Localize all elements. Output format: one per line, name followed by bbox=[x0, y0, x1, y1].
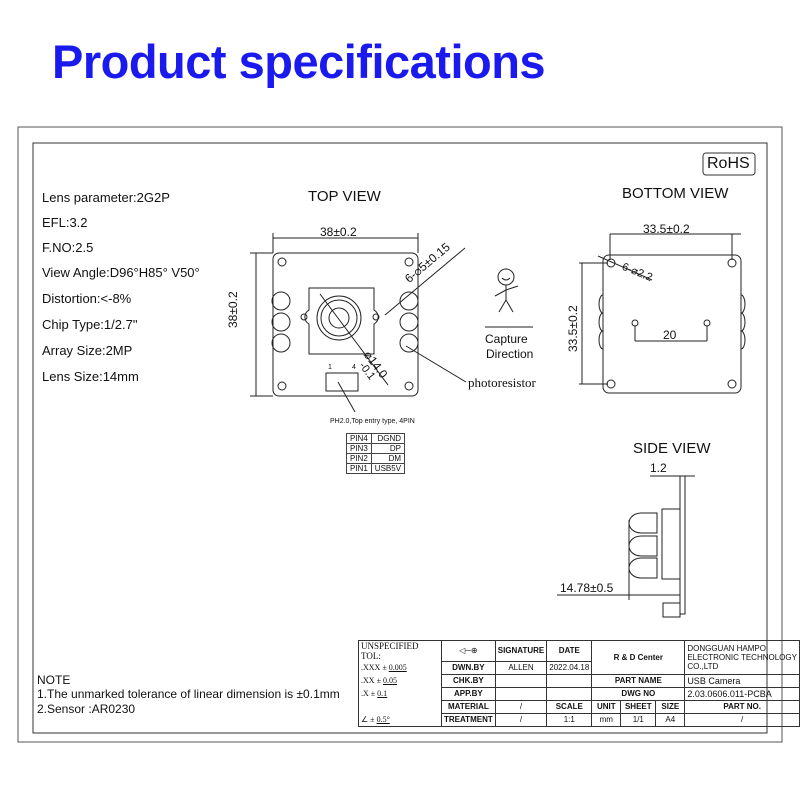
treatment-label: TREATMENT bbox=[441, 712, 496, 727]
capture-direction-figure bbox=[485, 268, 533, 328]
rohs-mark: RoHS bbox=[707, 155, 750, 172]
spec-item: F.NO:2.5 bbox=[42, 240, 94, 255]
treatment-value: / bbox=[494, 712, 548, 727]
pin-cell: PIN2 bbox=[346, 453, 372, 464]
side-view-title: SIDE VIEW bbox=[633, 440, 711, 457]
part-no-label: PART NO. bbox=[684, 699, 800, 714]
signature-header: SIGNATURE bbox=[494, 640, 548, 662]
side-view-drawing bbox=[557, 475, 695, 618]
signal-cell: DGND bbox=[370, 433, 406, 444]
app-by-label: APP.BY bbox=[441, 686, 496, 701]
scale-label: SCALE bbox=[546, 699, 593, 714]
spec-item: Lens parameter:2G2P bbox=[42, 190, 170, 205]
part-no-value: / bbox=[684, 712, 800, 727]
inner-frame bbox=[32, 142, 768, 734]
connector-note: PH2.0,Top entry type, 4PIN bbox=[330, 418, 415, 425]
part-name-label: PART NAME bbox=[591, 673, 686, 688]
material-label: MATERIAL bbox=[441, 699, 496, 714]
sheet-label: SHEET bbox=[620, 699, 657, 714]
sheet-value: 1/1 bbox=[620, 712, 657, 727]
tol-xx: .XX ± 0.05 bbox=[358, 674, 442, 687]
outer-frame bbox=[17, 126, 783, 743]
dwn-name: ALLEN bbox=[494, 660, 548, 675]
chk-by-label: CHK.BY bbox=[441, 673, 496, 688]
top-view-drawing bbox=[250, 233, 467, 413]
spec-item: Chip Type:1/2.7" bbox=[42, 317, 138, 332]
spec-item: Array Size:2MP bbox=[42, 343, 133, 358]
company-name: DONGGUAN HAMPO ELECTRONIC TECHNOLOGY CO.… bbox=[684, 640, 800, 675]
signal-cell: USB5V bbox=[370, 463, 406, 474]
note-line-2: 2.Sensor :AR0230 bbox=[37, 702, 136, 716]
page-title: Product specifications bbox=[52, 35, 546, 88]
rohs-box bbox=[702, 152, 756, 176]
dwg-no-label: DWG NO bbox=[591, 686, 686, 701]
size-value: A4 bbox=[655, 712, 686, 727]
connector-pin-1: 1 bbox=[328, 364, 332, 371]
capture-label-2: Direction bbox=[486, 347, 534, 361]
part-name: USB Camera bbox=[684, 673, 800, 688]
bottom-view-drawing bbox=[579, 233, 746, 394]
table-row: ∠ ± 0.5° TREATMENT / 1:1 mm 1/1 A4 / bbox=[358, 712, 800, 727]
spec-item: Lens Size:14mm bbox=[42, 369, 139, 384]
connector-pin-4: 4 bbox=[352, 364, 356, 371]
rd-center: R & D Center bbox=[591, 640, 686, 675]
tol-xxx: .XXX ± 0.005 bbox=[358, 661, 442, 674]
material-value: / bbox=[494, 699, 548, 714]
tol-x: .X ± 0.1 bbox=[358, 687, 442, 700]
spec-item: Distortion:<-8% bbox=[42, 291, 132, 306]
dwn-date: 2022.04.18 bbox=[546, 660, 593, 675]
top-view-title: TOP VIEW bbox=[308, 188, 381, 205]
pin-cell: PIN4 bbox=[346, 433, 372, 444]
center-dim: 20 bbox=[663, 328, 677, 342]
spec-item: View Angle:D96°H85° V50° bbox=[42, 265, 200, 280]
capture-label-1: Capture bbox=[485, 332, 528, 346]
scale-value: 1:1 bbox=[546, 712, 593, 727]
date-header: DATE bbox=[546, 640, 593, 662]
pin-cell: PIN1 bbox=[346, 463, 372, 474]
thickness-dim: 1.2 bbox=[650, 461, 667, 475]
note-title: NOTE bbox=[37, 673, 71, 687]
note-line-1: 1.The unmarked tolerance of linear dimen… bbox=[37, 687, 340, 701]
spec-item: EFL:3.2 bbox=[42, 215, 88, 230]
unspecified-tol-label: UNSPECIFIED TOL: bbox=[358, 640, 442, 661]
table-row: .X ± 0.1 APP.BY DWG NO 2.03.0606.011-PCB… bbox=[358, 686, 800, 701]
table-row: .XXX ± 0.005 DWN.BY ALLEN 2022.04.18 bbox=[358, 660, 800, 675]
photoresistor-label: photoresistor bbox=[468, 375, 536, 390]
dwn-by-label: DWN.BY bbox=[441, 660, 496, 675]
bottom-width-dim: 33.5±0.2 bbox=[643, 222, 690, 236]
signal-cell: DM bbox=[370, 453, 406, 464]
table-row: .XX ± 0.05 CHK.BY PART NAME USB Camera bbox=[358, 673, 800, 688]
size-label: SIZE bbox=[655, 699, 686, 714]
unit-label: UNIT bbox=[591, 699, 622, 714]
table-row: UNSPECIFIED TOL: ◁─⊕ SIGNATURE DATE R & … bbox=[358, 640, 800, 675]
bottom-view-title: BOTTOM VIEW bbox=[622, 185, 729, 202]
tol-angle bbox=[358, 700, 442, 713]
bottom-height-dim: 33.5±0.2 bbox=[566, 305, 580, 352]
top-width-dim: 38±0.2 bbox=[320, 225, 357, 239]
depth-dim: 14.78±0.5 bbox=[560, 581, 614, 595]
pin-cell: PIN3 bbox=[346, 443, 372, 454]
table-row: MATERIAL / SCALE UNIT SHEET SIZE PART NO… bbox=[358, 699, 800, 714]
top-height-dim: 38±0.2 bbox=[226, 291, 240, 328]
tol-angle-value: ∠ ± 0.5° bbox=[358, 713, 442, 727]
dwg-no: 2.03.0606.011-PCBA bbox=[684, 686, 800, 701]
title-block: UNSPECIFIED TOL: ◁─⊕ SIGNATURE DATE R & … bbox=[358, 640, 800, 727]
signal-cell: DP bbox=[370, 443, 406, 454]
unit-value: mm bbox=[591, 712, 622, 727]
projection-symbol-icon: ◁─⊕ bbox=[441, 640, 496, 662]
